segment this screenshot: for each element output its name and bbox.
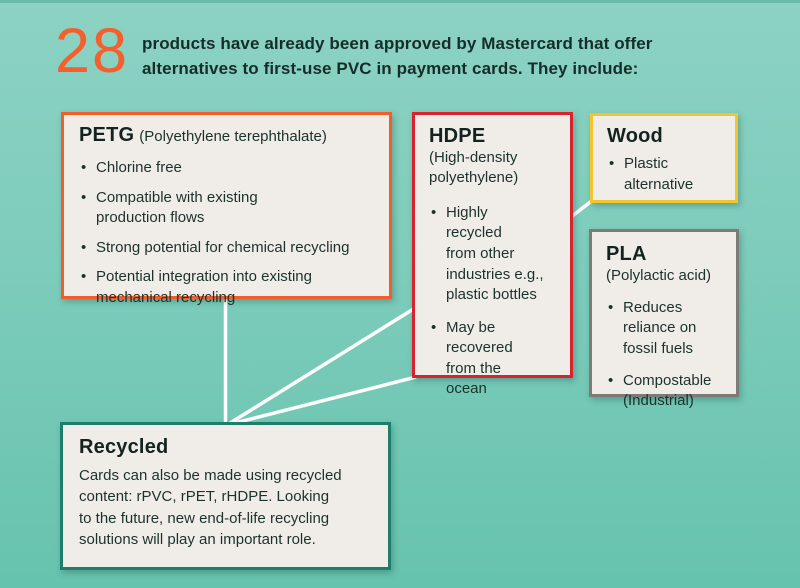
wood-bullet-list: Plastic alternative	[607, 154, 727, 195]
petg-title: PETG	[79, 124, 135, 146]
recycled-title: Recycled	[79, 436, 169, 458]
wood-bullet-1: Plastic alternative	[607, 154, 727, 195]
pla-bullet-2: Compostable (Industrial)	[606, 371, 728, 412]
petg-bullet-list: Chlorine free Compatible with existing p…	[79, 158, 375, 308]
recycled-body-text: Cards can also be made using recycled co…	[79, 467, 342, 548]
petg-card: PETG(Polyethylene terephthalate) Chlorin…	[61, 112, 392, 306]
wood-title: Wood	[607, 125, 663, 147]
hdpe-bullet-2: May be recovered from the ocean	[429, 318, 562, 400]
petg-bullet-2: Compatible with existing production flow…	[79, 188, 375, 229]
petg-bullet-4: Potential integration into existing mech…	[79, 267, 375, 308]
header-line-2: alternatives to first-use PVC in payment…	[142, 59, 639, 78]
pla-card: PLA (Polylactic acid) Reduces reliance o…	[589, 229, 739, 409]
hdpe-title: HDPE	[429, 125, 486, 147]
connector-recycled-to-hdpe-lower	[226, 375, 417, 427]
hdpe-card: HDPE (High-density polyethylene) Highly …	[412, 112, 573, 397]
petg-title-row: PETG(Polyethylene terephthalate)	[79, 124, 375, 147]
hdpe-bullet-1: Highly recycled from other industries e.…	[429, 203, 562, 306]
top-strip	[0, 0, 800, 3]
petg-subtitle: (Polyethylene terephthalate)	[139, 128, 327, 145]
pla-subtitle: (Polylactic acid)	[606, 267, 712, 284]
pla-bullet-1: Reduces reliance on fossil fuels	[606, 298, 728, 360]
header-text: products have already been approved by M…	[142, 31, 652, 81]
hdpe-bullet-list: Highly recycled from other industries e.…	[429, 203, 562, 400]
pla-title: PLA	[606, 243, 647, 265]
petg-bullet-1: Chlorine free	[79, 158, 375, 179]
pla-bullet-list: Reduces reliance on fossil fuels Compost…	[606, 298, 728, 412]
header-line-1: products have already been approved by M…	[142, 34, 653, 53]
recycled-card: Recycled Cards can also be made using re…	[60, 422, 391, 570]
approved-count: 28	[55, 16, 130, 86]
hdpe-subtitle: (High-density polyethylene)	[429, 149, 519, 186]
petg-bullet-3: Strong potential for chemical recycling	[79, 238, 375, 259]
connector-recycled-to-hdpe-upper	[226, 306, 416, 427]
wood-card: Wood Plastic alternative	[590, 113, 738, 203]
